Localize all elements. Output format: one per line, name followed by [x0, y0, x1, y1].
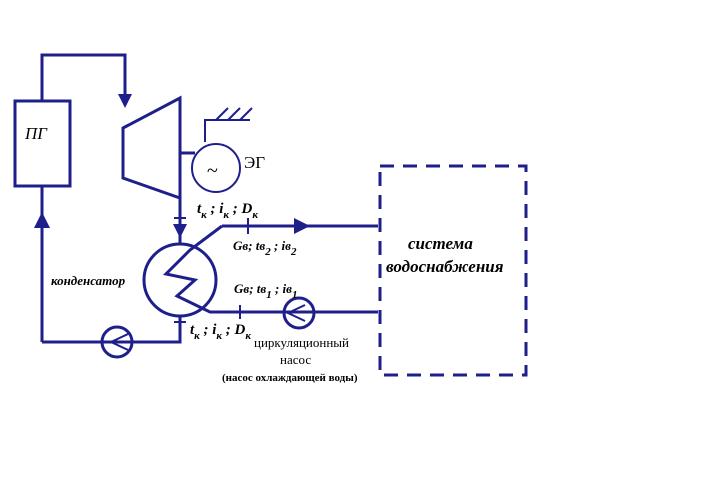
ground-mount: [204, 119, 250, 142]
circulation-pump: [282, 296, 316, 330]
pump-label-line1: циркуляционный: [254, 335, 349, 350]
condenser-coil: [162, 224, 240, 314]
arrow-water-out: [294, 218, 310, 234]
generator-symbol: ~: [207, 160, 218, 182]
system-label-line1: система: [408, 234, 473, 253]
electric-generator-label: ЭГ: [244, 153, 265, 172]
pump-label-line2: насос: [280, 352, 311, 367]
ground-hatch-1: [215, 107, 229, 121]
water-in-params: Gв; tв1 ; iв1: [234, 281, 297, 301]
condensate-pump: [100, 325, 134, 359]
electric-generator: [191, 143, 241, 193]
arrow-turbine-inlet: [118, 94, 132, 108]
steam-generator-label: ПГ: [24, 124, 48, 143]
condenser: [142, 242, 218, 318]
condensate-params: tк ; iк ; Dк: [190, 322, 251, 342]
steam-generator-box: [13, 99, 72, 188]
condensate-line: [42, 316, 182, 344]
ground-hatch-3: [239, 107, 253, 121]
pump-label-line3: (насос охлаждающей воды): [222, 372, 358, 384]
system-label-line2: водоснабжения: [386, 257, 504, 276]
arrow-feed-water: [34, 212, 50, 228]
arrow-exhaust: [173, 224, 187, 238]
steam-line: [40, 53, 127, 101]
water-supply-system-box: [378, 164, 528, 377]
circulation-pump-chevron: [285, 304, 306, 322]
turbine: [121, 95, 182, 201]
condensate-pump-chevron: [108, 333, 129, 351]
condenser-label: конденсатор: [51, 273, 126, 288]
exhaust-params: tк ; iк ; Dк: [197, 201, 258, 221]
water-out-params: Gв; tв2 ; iв2: [233, 238, 297, 258]
ground-hatch-2: [227, 107, 241, 121]
